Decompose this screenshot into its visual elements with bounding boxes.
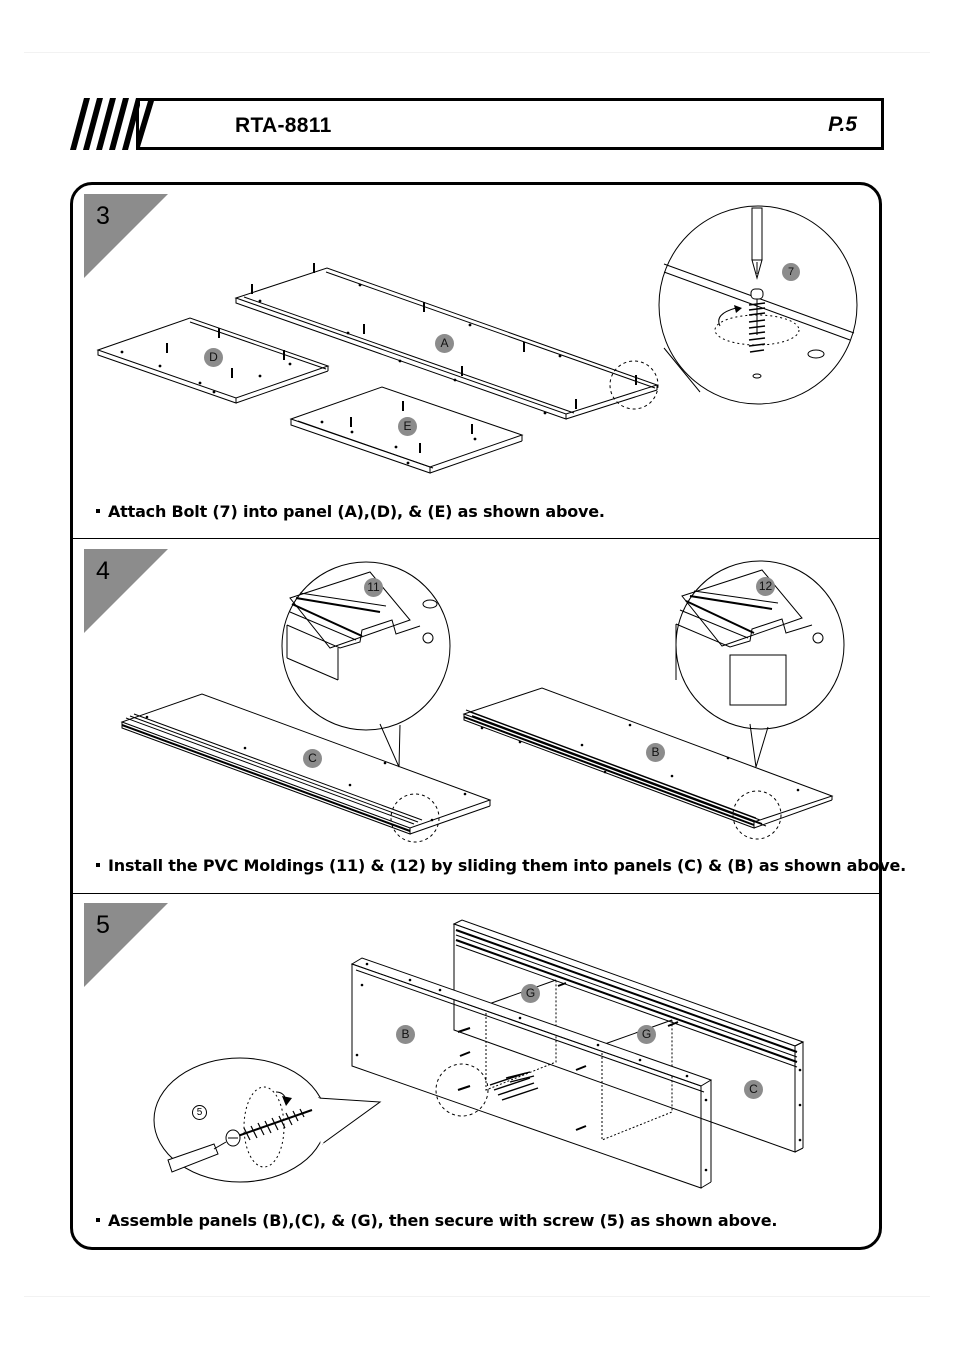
panel-g-label: G	[521, 984, 540, 1003]
page-header: RTA-8811 P.5	[70, 98, 884, 150]
step-5-badge: 5	[84, 903, 168, 987]
panel-g-label: G	[637, 1025, 656, 1044]
panel-e-label: E	[398, 417, 417, 436]
bullet-icon	[96, 509, 100, 513]
bullet-icon	[96, 863, 100, 867]
molding-11-label: 11	[364, 578, 383, 597]
step-3-instruction: Attach Bolt (7) into panel (A),(D), & (E…	[96, 502, 605, 521]
panel-b-label: B	[646, 743, 665, 762]
panel-b-label: B	[396, 1025, 415, 1044]
instruction-frame	[70, 182, 882, 1250]
panel-c-label: C	[744, 1080, 763, 1099]
bullet-icon	[96, 1218, 100, 1222]
step-5-instruction: Assemble panels (B),(C), & (G), then sec…	[96, 1211, 777, 1230]
panel-b-front-drawing	[350, 957, 713, 1189]
screw-5-label: 5	[192, 1105, 207, 1120]
header-slash-icon	[136, 101, 154, 147]
instruction-text: Attach Bolt (7) into panel (A),(D), & (E…	[108, 502, 605, 521]
step-number: 5	[96, 911, 110, 939]
bolt-7-label: 7	[782, 263, 800, 281]
step-3-badge: 3	[84, 194, 168, 278]
molding-12-label: 12	[756, 577, 775, 596]
model-number: RTA-8811	[235, 114, 332, 137]
panel-c-back-drawing	[452, 919, 805, 1153]
panel-c-label: C	[303, 749, 322, 768]
step-divider	[72, 538, 880, 539]
page-top-rule	[24, 52, 930, 53]
instruction-text: Install the PVC Moldings (11) & (12) by …	[108, 856, 907, 875]
step-number: 3	[96, 202, 110, 230]
header-title-box: RTA-8811 P.5	[136, 98, 884, 150]
step-4-badge: 4	[84, 549, 168, 633]
step-number: 4	[96, 557, 110, 585]
step-4-instruction: Install the PVC Moldings (11) & (12) by …	[96, 856, 906, 875]
instruction-text: Assemble panels (B),(C), & (G), then sec…	[108, 1211, 778, 1230]
panel-a-label: A	[435, 334, 454, 353]
step-divider	[72, 893, 880, 894]
header-stripes-icon	[70, 98, 140, 150]
page-number: P.5	[828, 113, 857, 136]
page-bottom-rule	[24, 1296, 930, 1297]
panel-d-label: D	[204, 348, 223, 367]
